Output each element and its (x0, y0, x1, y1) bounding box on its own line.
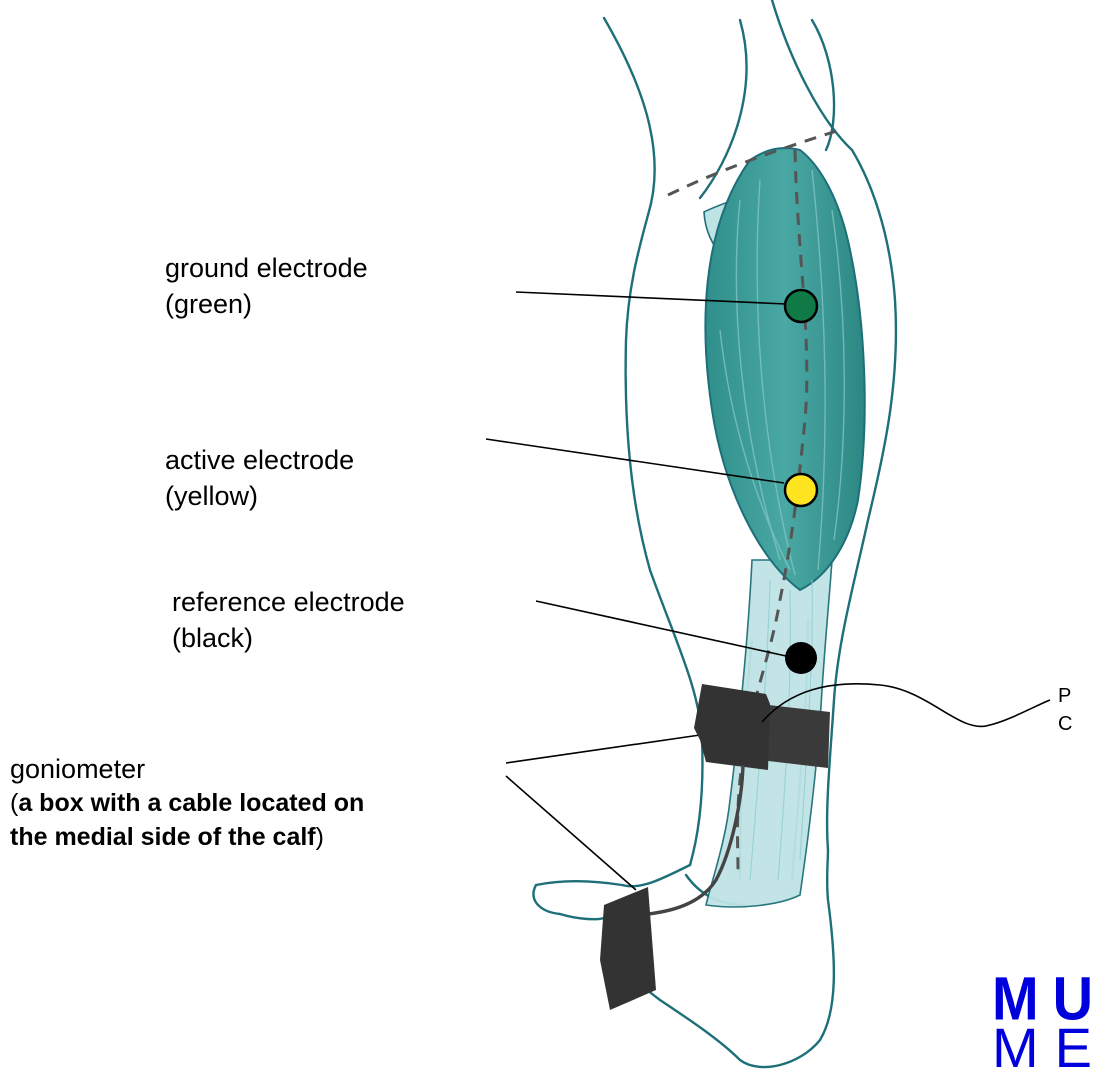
goniometer-desc-line2: the medial side of the calf) (10, 820, 364, 854)
goniometer-leader-upper (506, 735, 700, 763)
inner-contour (700, 20, 746, 198)
active-electrode-label: active electrode (yellow) (165, 442, 354, 514)
pc-label: P C (1058, 682, 1072, 738)
pc-label-line2: C (1058, 710, 1072, 738)
active-label-line2: (yellow) (165, 478, 354, 514)
reference-electrode (785, 642, 817, 674)
ground-label-line2: (green) (165, 286, 368, 322)
goniometer-bold-line1: a box with a cable located on (18, 789, 364, 817)
logo-line2: MED (992, 1022, 1106, 1072)
active-label-line1: active electrode (165, 442, 354, 478)
goniometer-box (694, 684, 770, 770)
foot-strap (600, 887, 656, 1010)
ground-electrode-label: ground electrode (green) (165, 250, 368, 322)
goniometer-bold-line2: the medial side of the calf (10, 823, 316, 851)
inner-contour-2 (812, 20, 834, 150)
pc-label-line1: P (1058, 682, 1072, 710)
ground-label-line1: ground electrode (165, 250, 368, 286)
active-electrode (785, 474, 817, 506)
goniometer-leader-lower (506, 776, 636, 890)
goniometer-label: goniometer (a box with a cable located o… (10, 752, 364, 854)
reference-electrode-label: reference electrode (black) (172, 584, 405, 656)
reference-label-line2: (black) (172, 620, 405, 656)
goniometer-close-paren: ) (316, 823, 324, 851)
goniometer-title: goniometer (10, 752, 364, 786)
goniometer-desc-line1: (a box with a cable located on (10, 786, 364, 820)
leg-left-contour (604, 18, 703, 865)
reference-label-line1: reference electrode (172, 584, 405, 620)
ground-electrode (785, 290, 817, 322)
calf-muscle (705, 148, 864, 590)
